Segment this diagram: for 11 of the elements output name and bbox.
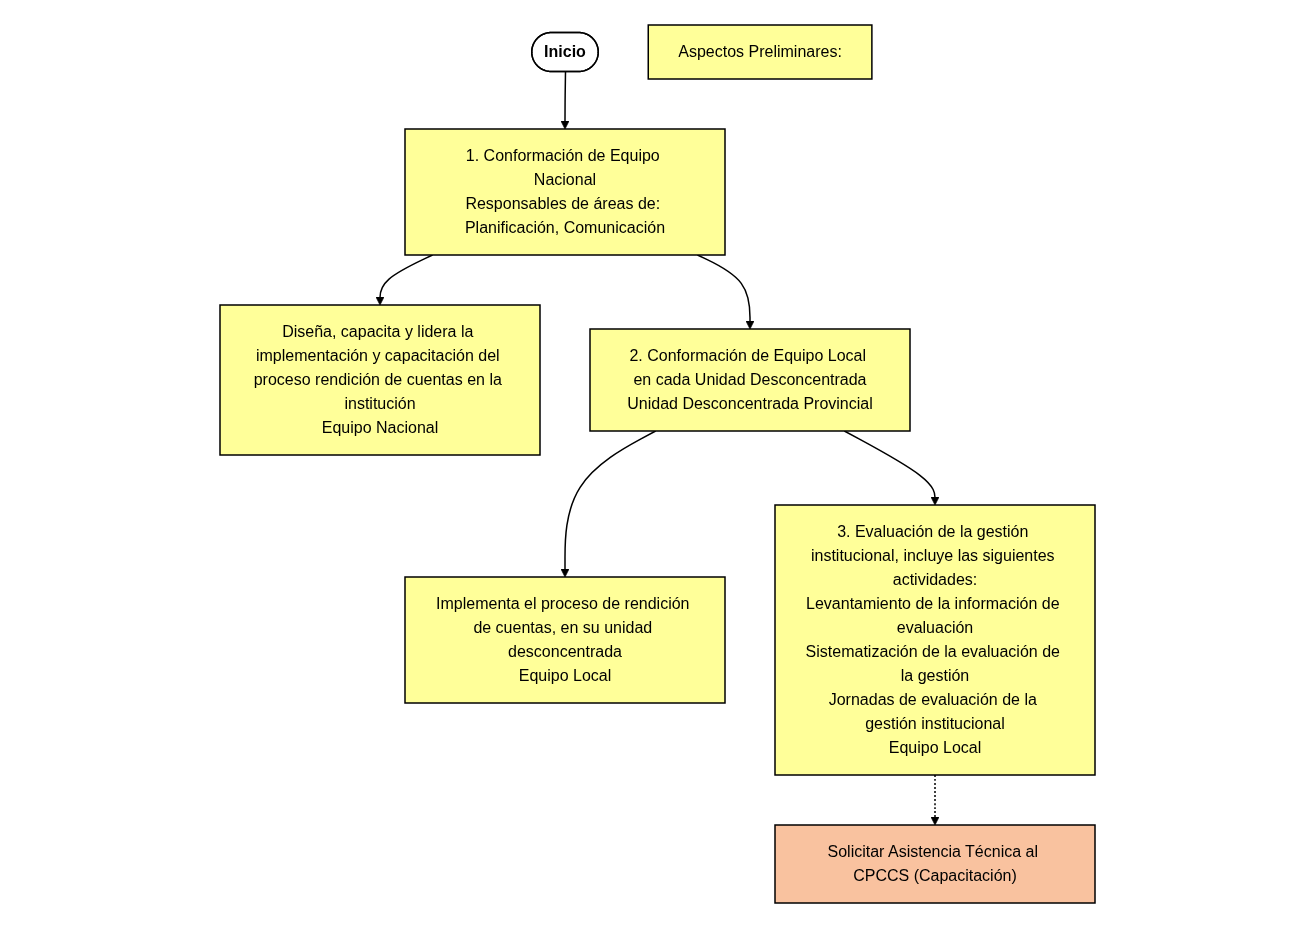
node-box: 2. Conformación de Equipo Local en cada Unidad Desconcentrada Unidad Desconcentrada Provincial bbox=[588, 328, 911, 432]
node-box: Diseña, capacita y lidera la implementación y capacitación del proceso rendición de cuentas en la institución Equipo Nacional bbox=[218, 304, 541, 456]
arrow bbox=[560, 430, 656, 578]
node-box: Aspectos Preliminares: bbox=[647, 24, 873, 80]
node-box: 1. Conformación de Equipo Nacional Responsables de áreas de: Planificación, Comunicación bbox=[403, 128, 726, 256]
arrow bbox=[375, 254, 433, 306]
node-box: Implementa el proceso de rendición de cuentas, en su unidad desconcentrada Equipo Local bbox=[403, 576, 726, 704]
arrow bbox=[560, 71, 569, 130]
node-box: 3. Evaluación de la gestión institucional, incluye las siguientes actividades: Levantamiento de la información de evaluación Sistematización de la evaluación de la gestión Jornadas de evaluación de la gestión institucional Equipo Local bbox=[773, 504, 1096, 776]
arrow bbox=[843, 430, 939, 506]
node-box: Solicitar Asistencia Técnica al CPCCS (Capacitación) bbox=[773, 824, 1096, 904]
